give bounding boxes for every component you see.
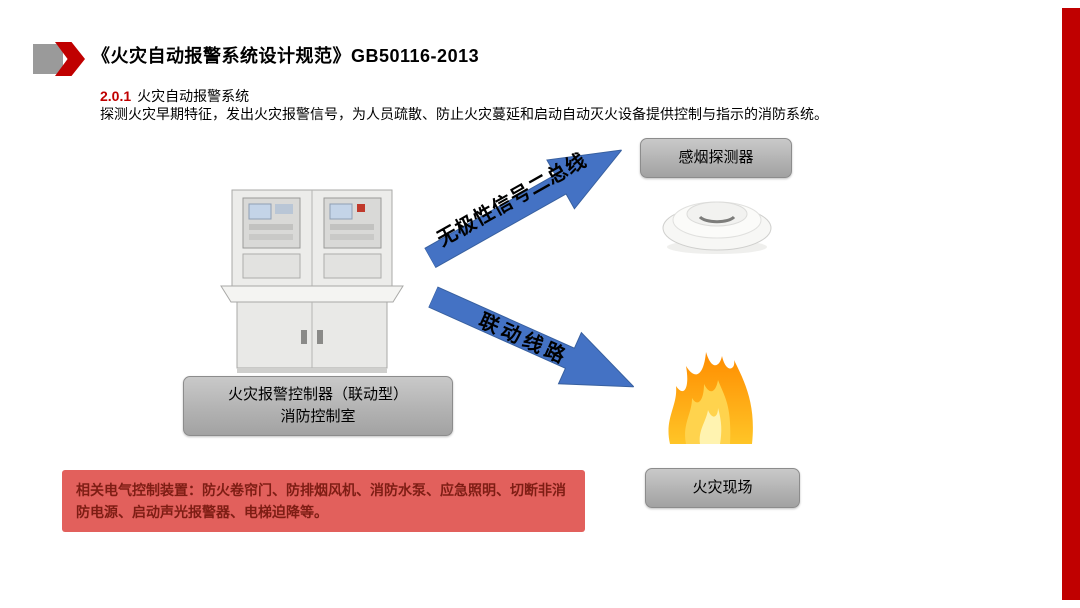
smoke-detector-label-box: 感烟探测器	[640, 138, 792, 178]
fire-scene-label: 火灾现场	[692, 479, 753, 497]
controller-label-line1: 火灾报警控制器（联动型）	[227, 386, 408, 404]
decoration-square	[33, 44, 63, 74]
clause-heading: 2.0.1 火灾自动报警系统	[100, 86, 249, 106]
clause-description: 探测火灾早期特征，发出火灾报警信号，为人员疏散、防止火灾蔓延和启动自动灭火设备提…	[100, 106, 828, 122]
block-arrow-shape	[427, 286, 636, 388]
right-accent-bar	[1062, 8, 1080, 600]
controller-label-line2: 消防控制室	[280, 408, 356, 425]
note-text: 防火卷帘门、防排烟风机、消防水泵、应急照明、切断非消防电源、启动声光报警器、电梯…	[76, 482, 566, 520]
clause-number: 2.0.1	[100, 88, 132, 104]
signal-bus-arrow: 无极性信号二总线	[415, 124, 636, 284]
fire-scene-label-box: 火灾现场	[645, 468, 800, 508]
fire-scene-image	[656, 348, 766, 446]
related-devices-note: 相关电气控制装置：防火卷帘门、防排烟风机、消防水泵、应急照明、切断非消防电源、启…	[62, 470, 585, 532]
page-title: 《火灾自动报警系统设计规范》GB50116-2013	[92, 46, 480, 66]
fire-alarm-controller-image	[220, 189, 404, 373]
note-label: 相关电气控制装置：	[76, 482, 202, 498]
block-arrow-shape	[423, 149, 623, 269]
smoke-detector-label: 感烟探测器	[678, 149, 754, 167]
smoke-detector-image	[662, 201, 772, 254]
linkage-arrow: 联动线路	[421, 270, 646, 415]
controller-label-box: 火灾报警控制器（联动型） 消防控制室	[183, 376, 453, 436]
clause-name: 火灾自动报警系统	[137, 88, 250, 104]
